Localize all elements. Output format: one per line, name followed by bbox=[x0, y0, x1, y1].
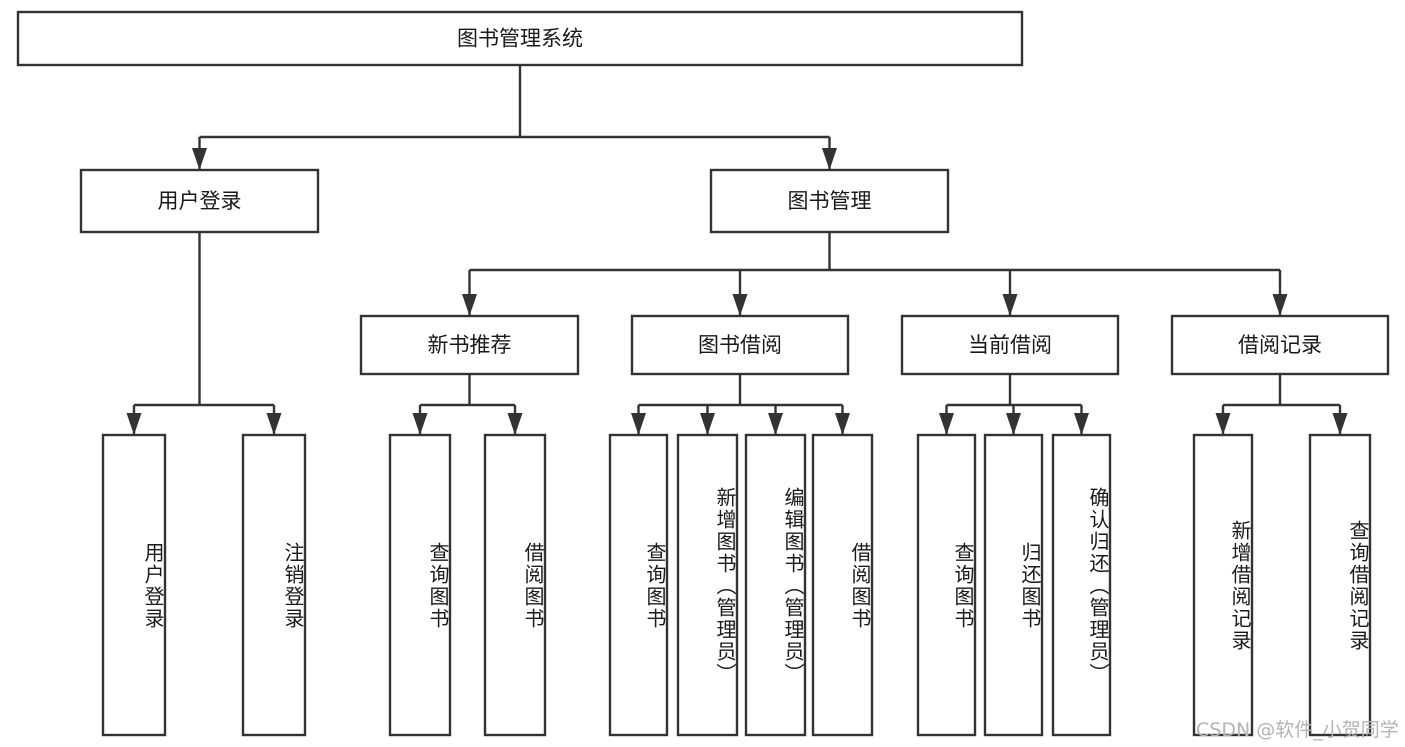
node-book-borrow-label: 图书借阅 bbox=[698, 333, 782, 357]
arrow-head-icon bbox=[1074, 413, 1089, 435]
root-node-label: 图书管理系统 bbox=[457, 27, 583, 51]
arrow-head-icon bbox=[1006, 413, 1021, 435]
arrow-head-icon bbox=[192, 148, 207, 170]
node-new-book-recommend-label: 新书推荐 bbox=[428, 333, 512, 357]
node-current-borrow-box[interactable] bbox=[900, 314, 1120, 376]
node-leaf-user-login-box[interactable] bbox=[101, 433, 167, 737]
arrow-head-icon bbox=[1002, 294, 1018, 316]
node-leaf-return-book-box[interactable] bbox=[983, 433, 1044, 737]
node-leaf-query-record-box[interactable] bbox=[1308, 433, 1372, 737]
node-leaf-confirm-return-box[interactable] bbox=[1051, 433, 1112, 737]
connector-layer bbox=[126, 65, 1348, 435]
node-book-manage-label: 图书管理 bbox=[788, 189, 872, 213]
node-borrow-record-label: 借阅记录 bbox=[1238, 333, 1322, 357]
node-leaf-borrow-book-1-box[interactable] bbox=[483, 433, 547, 737]
node-user-login-label: 用户登录 bbox=[158, 189, 242, 213]
root-node-box[interactable] bbox=[16, 10, 1024, 67]
arrow-head-icon bbox=[939, 413, 954, 435]
node-leaf-query-book-1-box[interactable] bbox=[388, 433, 452, 737]
node-leaf-logout-box[interactable] bbox=[241, 433, 307, 737]
arrow-head-icon bbox=[822, 148, 837, 170]
arrow-head-icon bbox=[768, 413, 783, 435]
arrow-head-icon bbox=[732, 294, 748, 316]
arrow-head-icon bbox=[126, 413, 142, 435]
arrow-head-icon bbox=[700, 413, 715, 435]
node-leaf-query-book-2-box[interactable] bbox=[608, 433, 669, 737]
node-leaf-add-record-box[interactable] bbox=[1192, 433, 1254, 737]
arrow-head-icon bbox=[1332, 413, 1348, 435]
csdn-watermark: CSDN @软件_小贺同学 bbox=[1196, 719, 1399, 741]
node-user-login-box[interactable] bbox=[79, 168, 320, 234]
arrow-head-icon bbox=[462, 294, 477, 316]
arrow-head-icon bbox=[507, 413, 523, 435]
node-borrow-record-box[interactable] bbox=[1170, 314, 1390, 376]
arrow-head-icon bbox=[835, 413, 850, 435]
arrow-head-icon bbox=[266, 413, 282, 435]
node-leaf-edit-book-box[interactable] bbox=[744, 433, 807, 737]
arrow-head-icon bbox=[631, 413, 646, 435]
node-leaf-borrow-book-2-box[interactable] bbox=[811, 433, 874, 737]
arrow-head-icon bbox=[412, 413, 428, 435]
node-book-borrow-box[interactable] bbox=[630, 314, 850, 376]
node-book-manage-box[interactable] bbox=[709, 168, 950, 234]
arrow-head-icon bbox=[1215, 413, 1231, 435]
node-leaf-query-book-3-box[interactable] bbox=[916, 433, 977, 737]
arrow-head-icon bbox=[1272, 294, 1288, 316]
node-leaf-add-book-box[interactable] bbox=[676, 433, 739, 737]
node-new-book-recommend-box[interactable] bbox=[359, 314, 580, 376]
node-current-borrow-label: 当前借阅 bbox=[968, 333, 1052, 357]
